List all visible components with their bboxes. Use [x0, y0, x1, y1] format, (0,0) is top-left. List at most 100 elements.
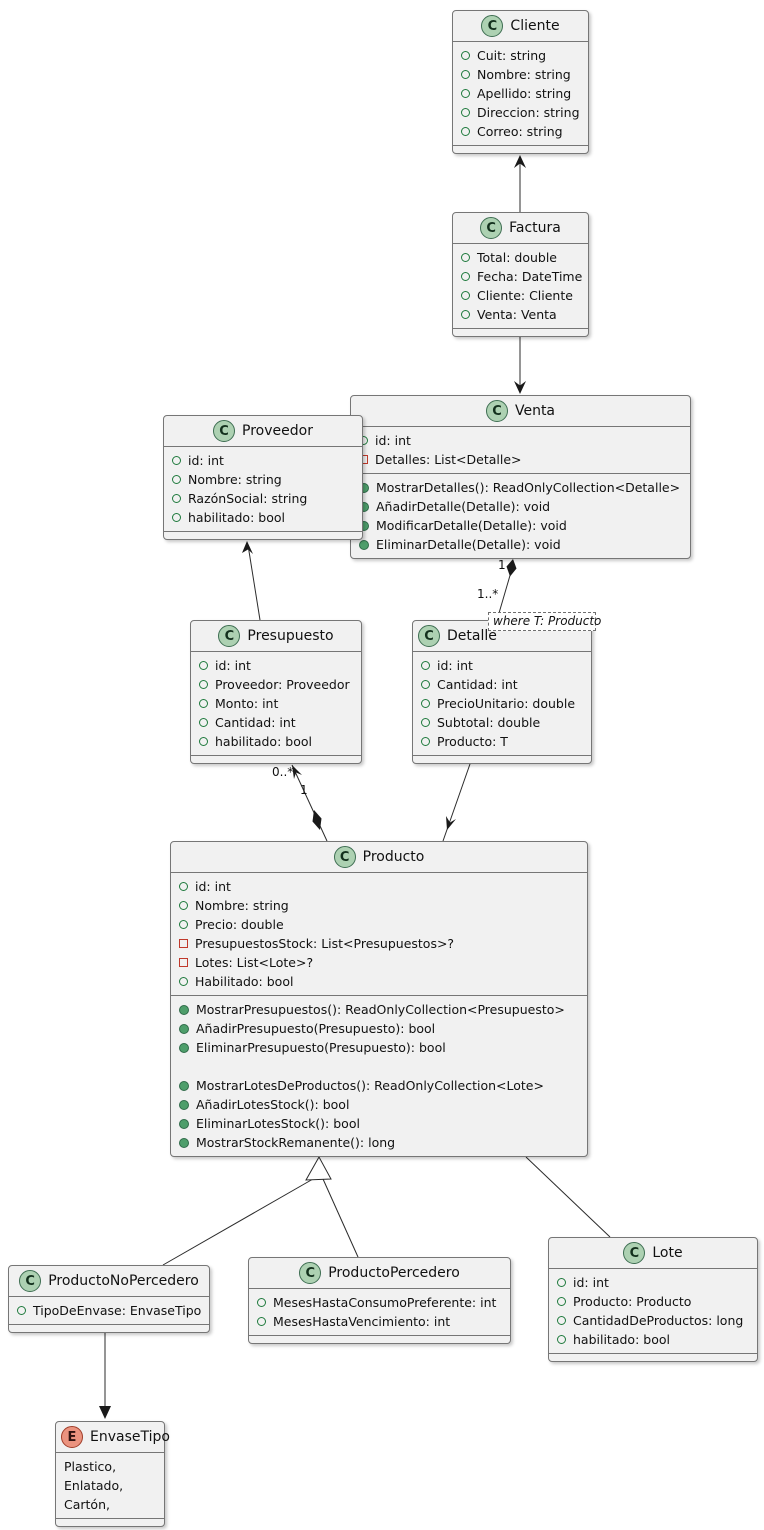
arrowhead-to-producto — [446, 816, 456, 830]
public-field-icon — [461, 272, 470, 281]
attribute-text: id: int — [188, 453, 224, 468]
class-detalle-header: C Detalle — [413, 621, 591, 651]
attribute-row: id: int — [179, 877, 579, 896]
enum-bottom-compartment — [56, 1518, 164, 1526]
enum-name: EnvaseTipo — [90, 1429, 170, 1445]
attribute-row: Cantidad: int — [199, 713, 353, 732]
attribute-row: Habilitado: bool — [179, 972, 579, 991]
public-field-icon — [421, 661, 430, 670]
inheritance-triangle — [305, 1155, 332, 1181]
attribute-row: Venta: Venta — [461, 305, 580, 324]
class-name: ProductoPercedero — [328, 1265, 460, 1281]
edge-factura-cliente — [514, 155, 526, 212]
attribute-row: MesesHastaConsumoPreferente: int — [257, 1293, 502, 1312]
class-name: Venta — [514, 403, 556, 419]
attributes-compartment: Cuit: string Nombre: string Apellido: st… — [453, 41, 588, 145]
public-field-icon — [17, 1306, 26, 1315]
class-venta-header: C Venta — [351, 396, 690, 426]
attribute-text: id: int — [215, 658, 251, 673]
multiplicity-venta-source: 1 — [498, 558, 506, 572]
method-row: EliminarLotesStock(): bool — [179, 1114, 579, 1133]
public-field-icon — [199, 680, 208, 689]
methods-compartment-empty — [164, 531, 362, 539]
composition-diamond-venta — [506, 559, 517, 577]
attribute-row: habilitado: bool — [172, 508, 354, 527]
edge-presupuesto-proveedor — [242, 541, 261, 621]
attribute-row: Cliente: Cliente — [461, 286, 580, 305]
method-text: MostrarLotesDeProductos(): ReadOnlyColle… — [196, 1078, 544, 1093]
attributes-compartment: MesesHastaConsumoPreferente: int MesesHa… — [249, 1288, 510, 1335]
attribute-row: Monto: int — [199, 694, 353, 713]
class-icon: C — [299, 1262, 322, 1284]
attribute-text: Producto: Producto — [573, 1294, 692, 1309]
note-text: where T: Producto — [493, 614, 602, 628]
attribute-text: Cliente: Cliente — [477, 288, 573, 303]
public-field-icon — [461, 127, 470, 136]
class-producto-header: C Producto — [171, 842, 587, 872]
attribute-row: id: int — [199, 656, 353, 675]
class-cliente: C Cliente Cuit: string Nombre: string Ap… — [452, 10, 589, 154]
class-name: Lote — [652, 1245, 683, 1261]
attribute-text: MesesHastaConsumoPreferente: int — [273, 1295, 497, 1310]
attributes-compartment: id: int Cantidad: int PrecioUnitario: do… — [413, 651, 591, 755]
attribute-row: Precio: double — [179, 915, 579, 934]
public-field-icon — [461, 108, 470, 117]
class-name: ProductoNoPercedero — [48, 1273, 199, 1289]
attributes-compartment: Total: double Fecha: DateTime Cliente: C… — [453, 243, 588, 328]
attribute-row: Nombre: string — [179, 896, 579, 915]
line-productonopercedero — [162, 1178, 314, 1266]
attribute-text: Nombre: string — [477, 67, 571, 82]
public-field-icon — [199, 661, 208, 670]
attribute-row: id: int — [172, 451, 354, 470]
method-row: MostrarLotesDeProductos(): ReadOnlyColle… — [179, 1076, 579, 1095]
method-row: MostrarDetalles(): ReadOnlyCollection<De… — [359, 478, 682, 497]
attribute-row: Cantidad: int — [421, 675, 583, 694]
public-field-icon — [421, 737, 430, 746]
class-icon: C — [333, 846, 356, 868]
attribute-text: Apellido: string — [477, 86, 572, 101]
methods-compartment-empty — [453, 328, 588, 336]
method-text: AñadirDetalle(Detalle): void — [376, 499, 551, 514]
attribute-row: Subtotal: double — [421, 713, 583, 732]
attribute-row: Correo: string — [461, 122, 580, 141]
line-productopercedero — [322, 1178, 359, 1258]
class-producto: C Producto id: int Nombre: string Precio… — [170, 841, 588, 1157]
class-lote: C Lote id: int Producto: Producto Cantid… — [548, 1237, 758, 1362]
attribute-text: id: int — [573, 1275, 609, 1290]
enum-envasetipo-header: E EnvaseTipo — [56, 1422, 170, 1452]
public-field-icon — [199, 699, 208, 708]
edge-detalle-producto — [442, 763, 471, 842]
attribute-row: Proveedor: Proveedor — [199, 675, 353, 694]
class-productonopercedero-header: C ProductoNoPercedero — [9, 1266, 209, 1296]
class-icon: C — [213, 420, 236, 442]
composition-diamond-producto — [312, 810, 322, 830]
public-method-icon — [179, 1137, 189, 1148]
class-icon: C — [485, 400, 508, 422]
method-row: EliminarDetalle(Detalle): void — [359, 535, 682, 554]
arrowhead-to-venta — [514, 381, 526, 394]
attribute-row: PresupuestosStock: List<Presupuestos>? — [179, 934, 579, 953]
public-field-icon — [179, 882, 188, 891]
public-field-icon — [557, 1335, 566, 1344]
arrowhead-to-cliente — [514, 155, 526, 168]
attribute-row: Producto: T — [421, 732, 583, 751]
attribute-text: Lotes: List<Lote>? — [195, 955, 314, 970]
public-field-icon — [461, 89, 470, 98]
attribute-row: MesesHastaVencimiento: int — [257, 1312, 502, 1331]
attribute-text: id: int — [375, 433, 411, 448]
attribute-row: id: int — [359, 431, 682, 450]
attribute-row: TipoDeEnvase: EnvaseTipo — [17, 1301, 201, 1320]
attribute-row: RazónSocial: string — [172, 489, 354, 508]
public-field-icon — [199, 737, 208, 746]
public-method-icon — [179, 1023, 189, 1034]
class-proveedor-header: C Proveedor — [164, 416, 362, 446]
attribute-row: Producto: Producto — [557, 1292, 749, 1311]
methods-compartment: MostrarPresupuestos(): ReadOnlyCollectio… — [171, 995, 587, 1156]
method-text: AñadirPresupuesto(Presupuesto): bool — [196, 1021, 436, 1036]
class-productopercedero-header: C ProductoPercedero — [249, 1258, 510, 1288]
attribute-text: Direccion: string — [477, 105, 580, 120]
method-text: EliminarDetalle(Detalle): void — [376, 537, 561, 552]
attribute-text: MesesHastaVencimiento: int — [273, 1314, 451, 1329]
attribute-text: Correo: string — [477, 124, 563, 139]
attributes-compartment: id: int Producto: Producto CantidadDePro… — [549, 1268, 757, 1353]
